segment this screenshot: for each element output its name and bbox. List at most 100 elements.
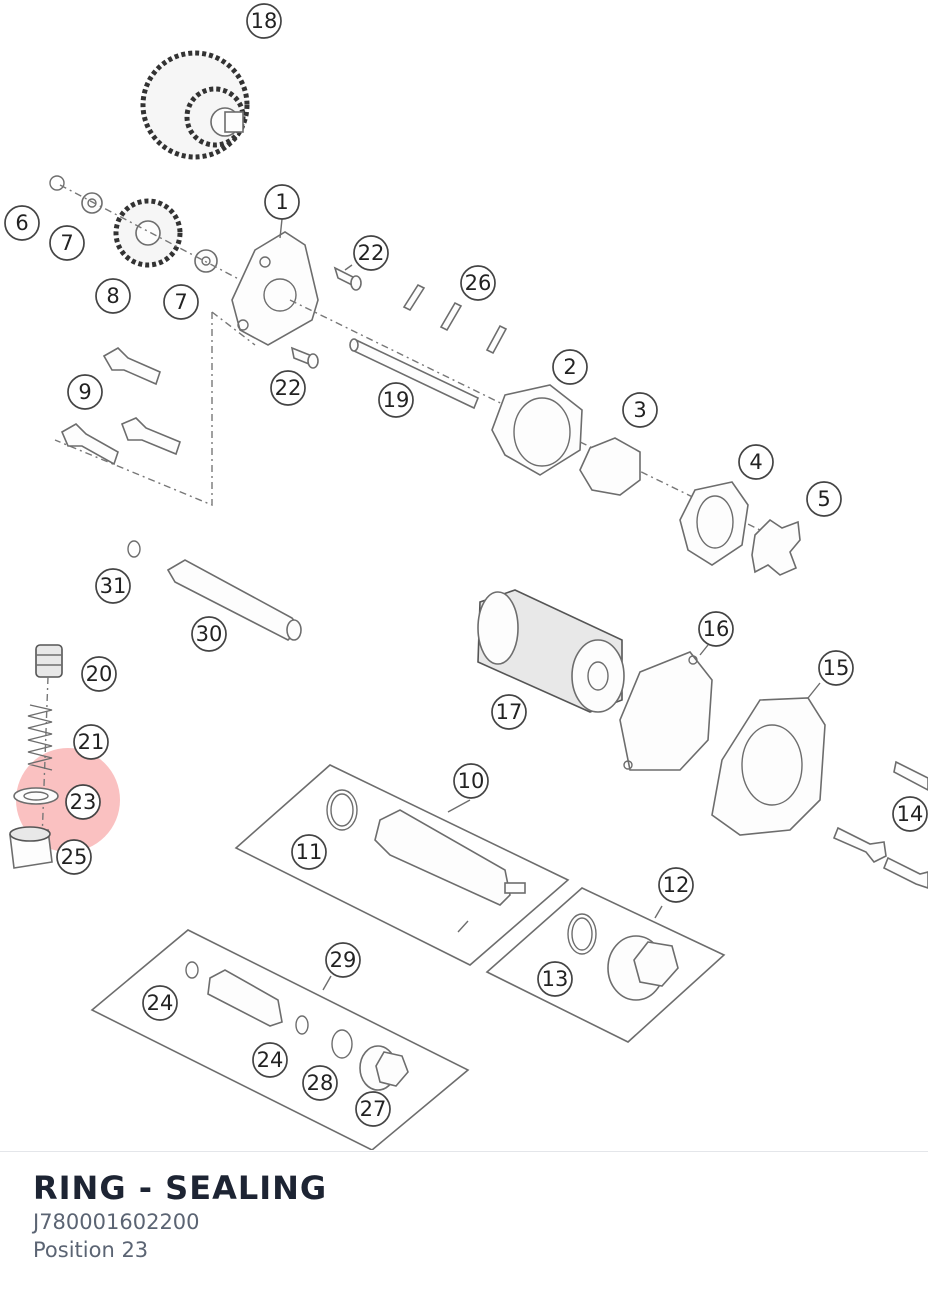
callout-22-top[interactable]: 22 <box>353 235 389 271</box>
callout-12[interactable]: 12 <box>658 867 694 903</box>
svg-text:29: 29 <box>330 948 357 972</box>
part-2-rotor-housing[interactable] <box>491 384 583 476</box>
callout-28[interactable]: 28 <box>302 1065 338 1101</box>
part-26-pins[interactable] <box>402 283 508 355</box>
part-14-bolts[interactable] <box>832 760 928 889</box>
svg-text:16: 16 <box>703 617 730 641</box>
svg-text:7: 7 <box>60 231 73 255</box>
part-25-plug[interactable] <box>9 826 53 869</box>
callout-1[interactable]: 1 <box>264 184 300 220</box>
callout-29[interactable]: 29 <box>325 942 361 978</box>
svg-text:19: 19 <box>383 388 410 412</box>
part-9-bolts[interactable] <box>60 347 181 466</box>
callout-5[interactable]: 5 <box>806 481 842 517</box>
part-4-rotor[interactable] <box>679 481 749 566</box>
svg-text:13: 13 <box>542 967 569 991</box>
part-number: J780001602200 <box>33 1210 200 1234</box>
callout-7-bottom[interactable]: 7 <box>163 284 199 320</box>
callout-20[interactable]: 20 <box>81 656 117 692</box>
callout-23-selected[interactable]: 23 <box>65 784 101 820</box>
part-15-filter-cover[interactable] <box>711 697 826 836</box>
svg-text:8: 8 <box>106 284 119 308</box>
callout-15[interactable]: 15 <box>818 650 854 686</box>
svg-text:24: 24 <box>147 991 174 1015</box>
svg-text:27: 27 <box>360 1097 387 1121</box>
callout-18[interactable]: 18 <box>246 3 282 39</box>
callout-25[interactable]: 25 <box>56 839 92 875</box>
part-3-inner-rotor[interactable] <box>579 437 641 496</box>
callout-10[interactable]: 10 <box>453 763 489 799</box>
callout-21[interactable]: 21 <box>73 724 109 760</box>
part-10-group-box <box>234 764 570 966</box>
callout-9[interactable]: 9 <box>67 374 103 410</box>
part-8-gear[interactable] <box>113 198 183 268</box>
svg-text:26: 26 <box>465 271 492 295</box>
svg-text:18: 18 <box>251 9 278 33</box>
callout-26[interactable]: 26 <box>460 265 496 301</box>
part-31-ring[interactable] <box>127 540 141 558</box>
svg-text:17: 17 <box>496 700 523 724</box>
part-17-oil-filter[interactable] <box>477 589 625 713</box>
part-6-clip[interactable] <box>49 175 65 191</box>
callout-6[interactable]: 6 <box>4 205 40 241</box>
svg-text:11: 11 <box>296 840 323 864</box>
svg-text:23: 23 <box>70 790 97 814</box>
exploded-parts-diagram: 18 1 6 7 22 26 8 7 9 22 19 2 3 4 5 31 30… <box>4 3 928 1150</box>
callout-27[interactable]: 27 <box>355 1091 391 1127</box>
part-30-valve-shaft[interactable] <box>166 559 302 641</box>
callout-2[interactable]: 2 <box>552 349 588 385</box>
part-24-ring-right[interactable] <box>295 1015 309 1035</box>
part-18-gear[interactable] <box>140 50 250 160</box>
part-20-piston[interactable] <box>35 644 63 678</box>
part-13-o-ring[interactable] <box>567 913 597 955</box>
svg-text:4: 4 <box>749 450 762 474</box>
svg-text:30: 30 <box>196 622 223 646</box>
part-name: RING - SEALING <box>33 1169 328 1207</box>
part-5-star-rotor[interactable] <box>751 518 801 576</box>
callout-4[interactable]: 4 <box>738 444 774 480</box>
part-7-washer-left[interactable] <box>81 192 103 214</box>
svg-text:1: 1 <box>275 190 288 214</box>
callout-31[interactable]: 31 <box>95 568 131 604</box>
part-12-screw-plug[interactable] <box>607 935 679 1001</box>
part-23-sealing-ring[interactable] <box>13 787 59 805</box>
svg-text:20: 20 <box>86 662 113 686</box>
part-27-screw-plug[interactable] <box>359 1045 409 1091</box>
callout-16[interactable]: 16 <box>698 611 734 647</box>
callout-7-top[interactable]: 7 <box>49 225 85 261</box>
svg-text:22: 22 <box>275 376 302 400</box>
callout-24-left[interactable]: 24 <box>142 985 178 1021</box>
part-22-dowel-top[interactable] <box>333 266 362 291</box>
svg-text:22: 22 <box>358 241 385 265</box>
part-29-group-box <box>90 929 470 1150</box>
callout-11[interactable]: 11 <box>291 834 327 870</box>
part-10-bypass-valve[interactable] <box>374 809 526 906</box>
callout-19[interactable]: 19 <box>378 382 414 418</box>
part-19-shaft[interactable] <box>349 338 480 410</box>
callout-3[interactable]: 3 <box>622 392 658 428</box>
part-1-pump-housing[interactable] <box>231 231 319 346</box>
part-12-group-box <box>485 887 726 1043</box>
callout-14[interactable]: 14 <box>892 796 928 832</box>
svg-text:31: 31 <box>100 574 127 598</box>
callout-24-right[interactable]: 24 <box>252 1042 288 1078</box>
part-28-o-ring[interactable] <box>331 1029 353 1059</box>
part-21-spring[interactable] <box>27 704 53 771</box>
part-position: Position 23 <box>33 1238 149 1262</box>
part-22-dowel-bottom[interactable] <box>290 346 319 369</box>
svg-text:6: 6 <box>15 211 28 235</box>
part-24-ring-left[interactable] <box>185 961 199 979</box>
svg-text:2: 2 <box>563 355 576 379</box>
callout-17[interactable]: 17 <box>491 694 527 730</box>
callout-22-bottom[interactable]: 22 <box>270 370 306 406</box>
callout-13[interactable]: 13 <box>537 961 573 997</box>
callout-30[interactable]: 30 <box>191 616 227 652</box>
part-29-valve[interactable] <box>207 969 283 1027</box>
part-11-o-ring[interactable] <box>326 789 358 831</box>
svg-text:10: 10 <box>458 769 485 793</box>
svg-text:28: 28 <box>307 1071 334 1095</box>
part-7-washer-right[interactable] <box>194 249 218 273</box>
callout-8[interactable]: 8 <box>95 278 131 314</box>
part-16-gasket[interactable] <box>619 651 713 771</box>
svg-text:24: 24 <box>257 1048 284 1072</box>
